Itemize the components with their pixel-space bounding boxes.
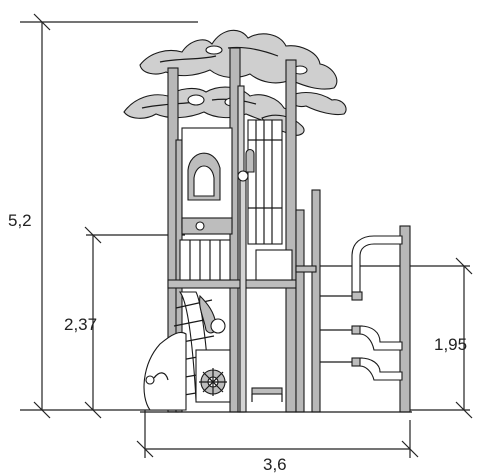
side-height-label: 1,95 xyxy=(434,335,467,354)
tower-upper-house xyxy=(181,119,283,245)
tube-slide xyxy=(143,331,187,411)
platform-height-label: 2,37 xyxy=(64,315,97,334)
dimension-width: 3,6 xyxy=(136,410,419,474)
dimension-side-height: 1,95 xyxy=(320,257,473,419)
lower-bench xyxy=(251,387,283,402)
width-label: 3,6 xyxy=(263,455,287,474)
dimension-platform-height: 2,37 xyxy=(64,226,185,419)
fireman-pole xyxy=(237,170,249,413)
total-height-label: 5,2 xyxy=(8,211,32,230)
play-panel-wheel xyxy=(195,349,231,403)
side-climber xyxy=(295,189,411,413)
dimension-total-height: 5,2 xyxy=(8,13,198,419)
tower-platform xyxy=(167,239,297,289)
